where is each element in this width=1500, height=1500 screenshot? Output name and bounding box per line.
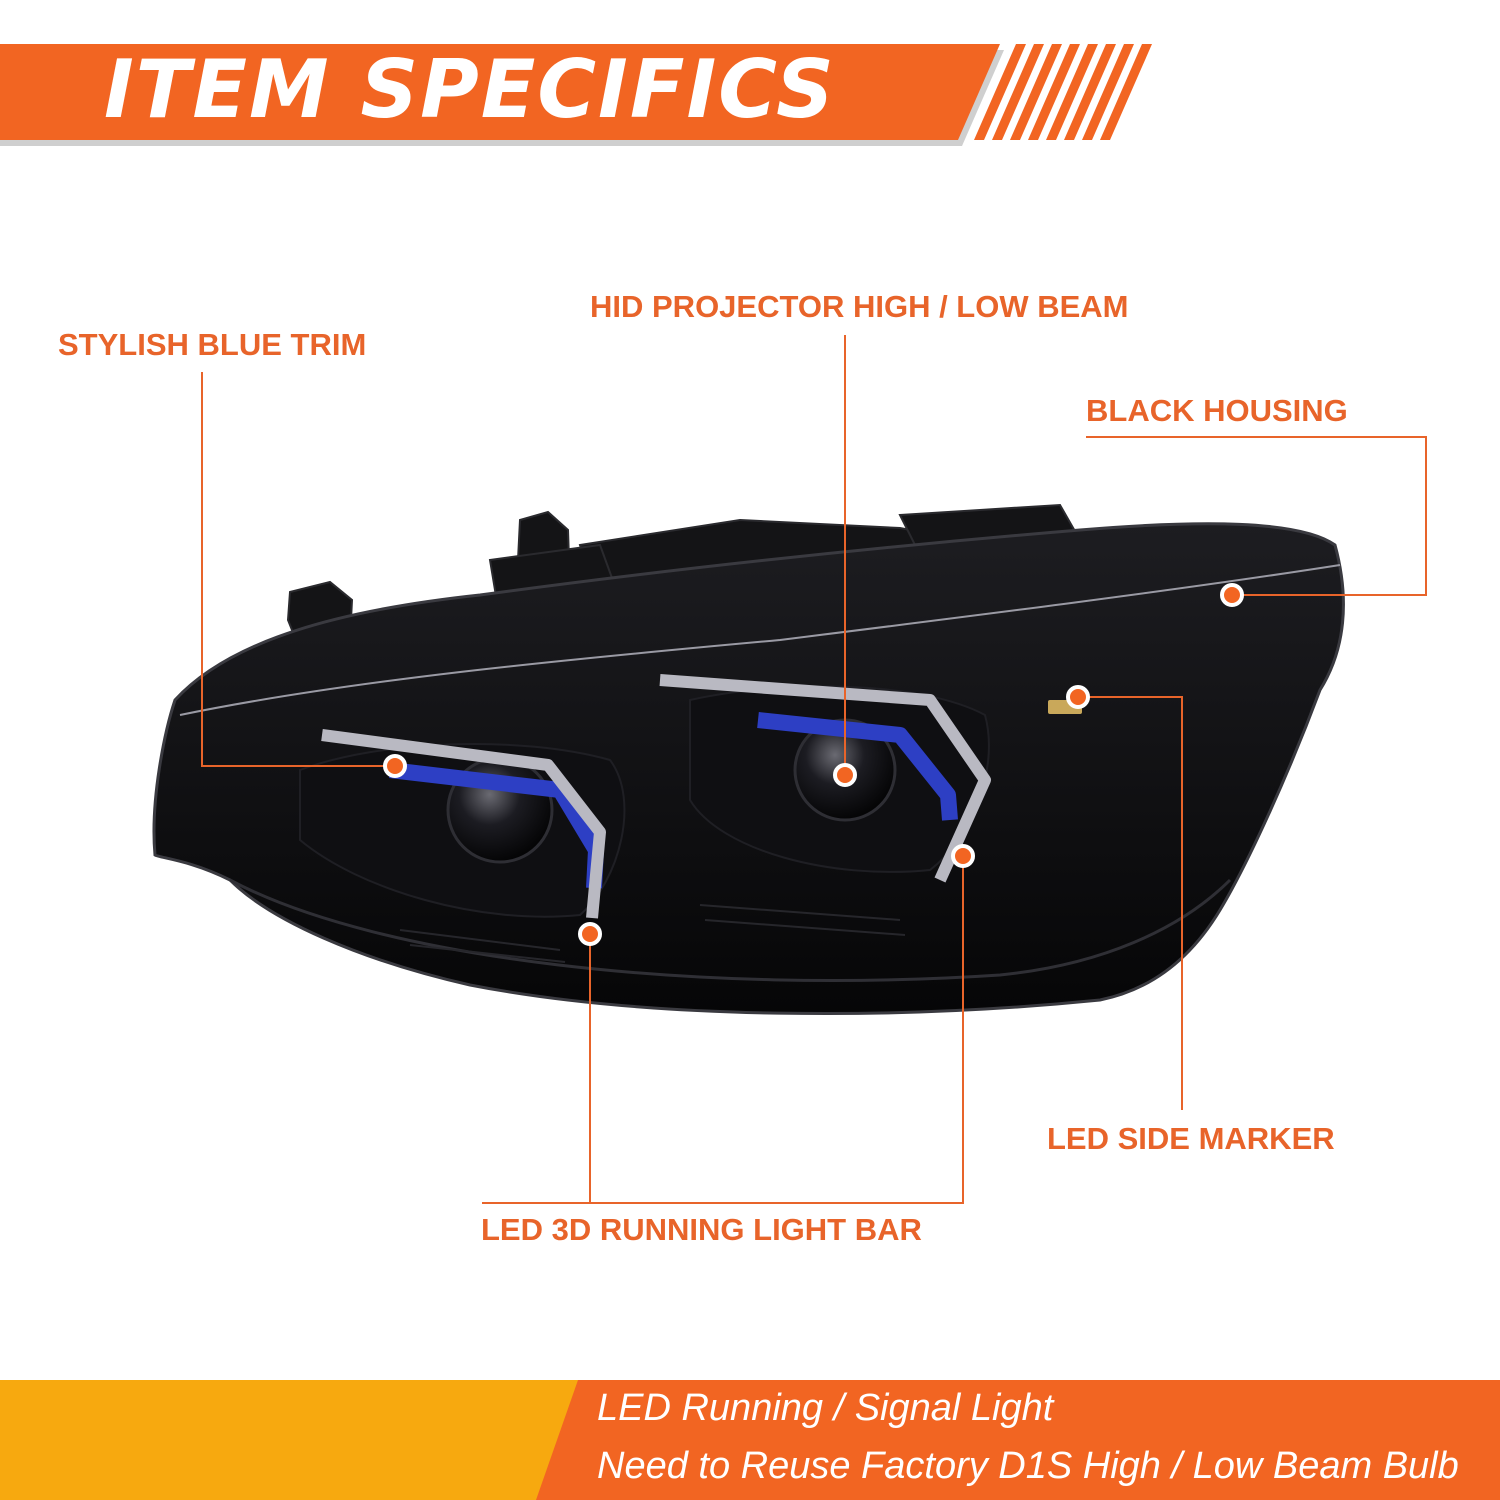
leader-running-bar: [482, 856, 964, 1204]
title-banner: [0, 44, 1152, 146]
housing-top-edge: [179, 564, 1341, 716]
callout-black-housing: BLACK HOUSING: [1086, 393, 1348, 428]
footer-line-running-signal: LED Running / Signal Light: [597, 1387, 1054, 1429]
footer-orange-band: [536, 1380, 1500, 1500]
banner-bar: [0, 44, 1000, 140]
leader-blue-trim: [201, 372, 395, 767]
drl-bar-left: [321, 729, 606, 919]
callout-stylish-blue-trim: STYLISH BLUE TRIM: [58, 327, 367, 362]
banner-stripes: [974, 44, 1152, 140]
leader-side-marker: [1078, 696, 1183, 1110]
page-title: ITEM SPECIFICS: [104, 43, 836, 136]
housing-lower-lip: [229, 878, 1232, 982]
footer-line-reuse-bulb: Need to Reuse Factory D1S High / Low Bea…: [597, 1445, 1459, 1487]
dot-hid: [833, 763, 857, 787]
dot-running-bar-right: [951, 844, 975, 868]
dot-side-marker: [1066, 685, 1090, 709]
callout-dots: [383, 583, 1244, 946]
headlight-illustration: [152, 335, 1427, 1204]
lower-vents: [399, 904, 906, 963]
drl-bar-right: [659, 674, 991, 883]
callout-led-side-marker: LED SIDE MARKER: [1047, 1121, 1335, 1156]
blue-trim-right: [757, 712, 958, 821]
dot-running-bar-left: [578, 922, 602, 946]
callout-leaders: [201, 335, 1427, 1204]
footer-banner: [0, 1380, 1500, 1500]
dot-housing: [1220, 583, 1244, 607]
callout-hid-projector: HID PROJECTOR HIGH / LOW BEAM: [590, 289, 1129, 324]
callout-led-running-bar: LED 3D RUNNING LIGHT BAR: [481, 1212, 922, 1247]
footer-yellow-band: [0, 1380, 590, 1500]
dot-blue-trim: [383, 754, 407, 778]
leader-housing: [1086, 436, 1427, 596]
